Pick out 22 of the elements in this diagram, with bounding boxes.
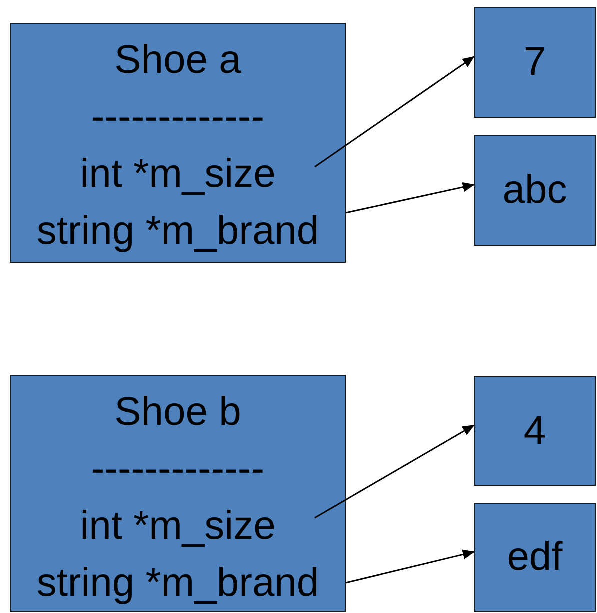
arrow	[314, 56, 475, 168]
field-text: int *m_size	[80, 503, 276, 550]
value-box	[474, 7, 596, 118]
separator-text: -------------	[91, 94, 265, 141]
object-name: Shoe a	[114, 37, 242, 84]
object-box	[10, 23, 346, 263]
arrow	[314, 424, 475, 519]
value-box	[474, 135, 596, 246]
field-text: string *m_brand	[36, 560, 320, 607]
value-text: abc	[502, 167, 568, 214]
value-box	[474, 376, 596, 486]
value-box	[474, 503, 596, 612]
arrow	[346, 550, 475, 584]
object-name: Shoe b	[114, 389, 242, 436]
object-box	[10, 375, 346, 612]
field-text: string *m_brand	[36, 208, 320, 255]
value-text: 7	[524, 39, 546, 86]
value-text: edf	[507, 534, 563, 581]
arrow	[346, 182, 475, 214]
separator-text: -------------	[91, 446, 265, 493]
field-text: int *m_size	[80, 151, 276, 198]
value-text: 4	[524, 408, 546, 454]
